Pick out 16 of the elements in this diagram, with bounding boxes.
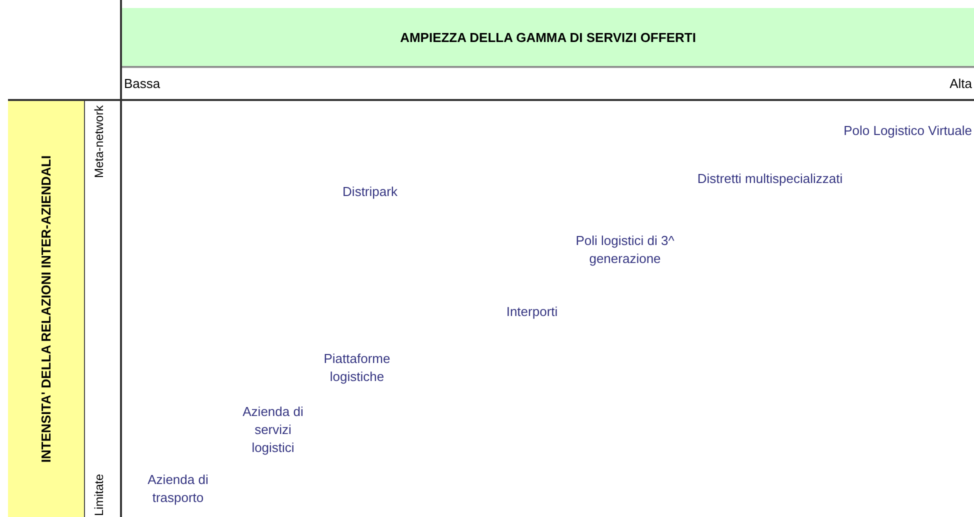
category-label: Azienda di trasporto (146, 471, 210, 507)
category-label: Distretti multispecializzati (696, 170, 844, 188)
axis-label: Limitate (92, 474, 106, 516)
category-label: Azienda di servizi logistici (242, 403, 304, 457)
header-band (122, 8, 974, 67)
side-band (8, 101, 85, 517)
axis-title: INTENSITA' DELLA RELAZIONI INTER-AZIENDALI (38, 155, 54, 463)
category-label: Piattaforme logistiche (322, 350, 392, 386)
category-label: Distripark (342, 183, 398, 201)
category-label: Poli logistici di 3^ generazione (574, 232, 676, 268)
category-label: Interporti (505, 303, 559, 321)
axis-label: Alta (950, 76, 972, 91)
axis-title: AMPIEZZA DELLA GAMMA DI SERVIZI OFFERTI (400, 30, 696, 44)
axis-label: Bassa (124, 76, 160, 91)
category-label: Polo Logistico Virtuale (844, 122, 972, 140)
axis-label: Meta-network (92, 105, 106, 178)
